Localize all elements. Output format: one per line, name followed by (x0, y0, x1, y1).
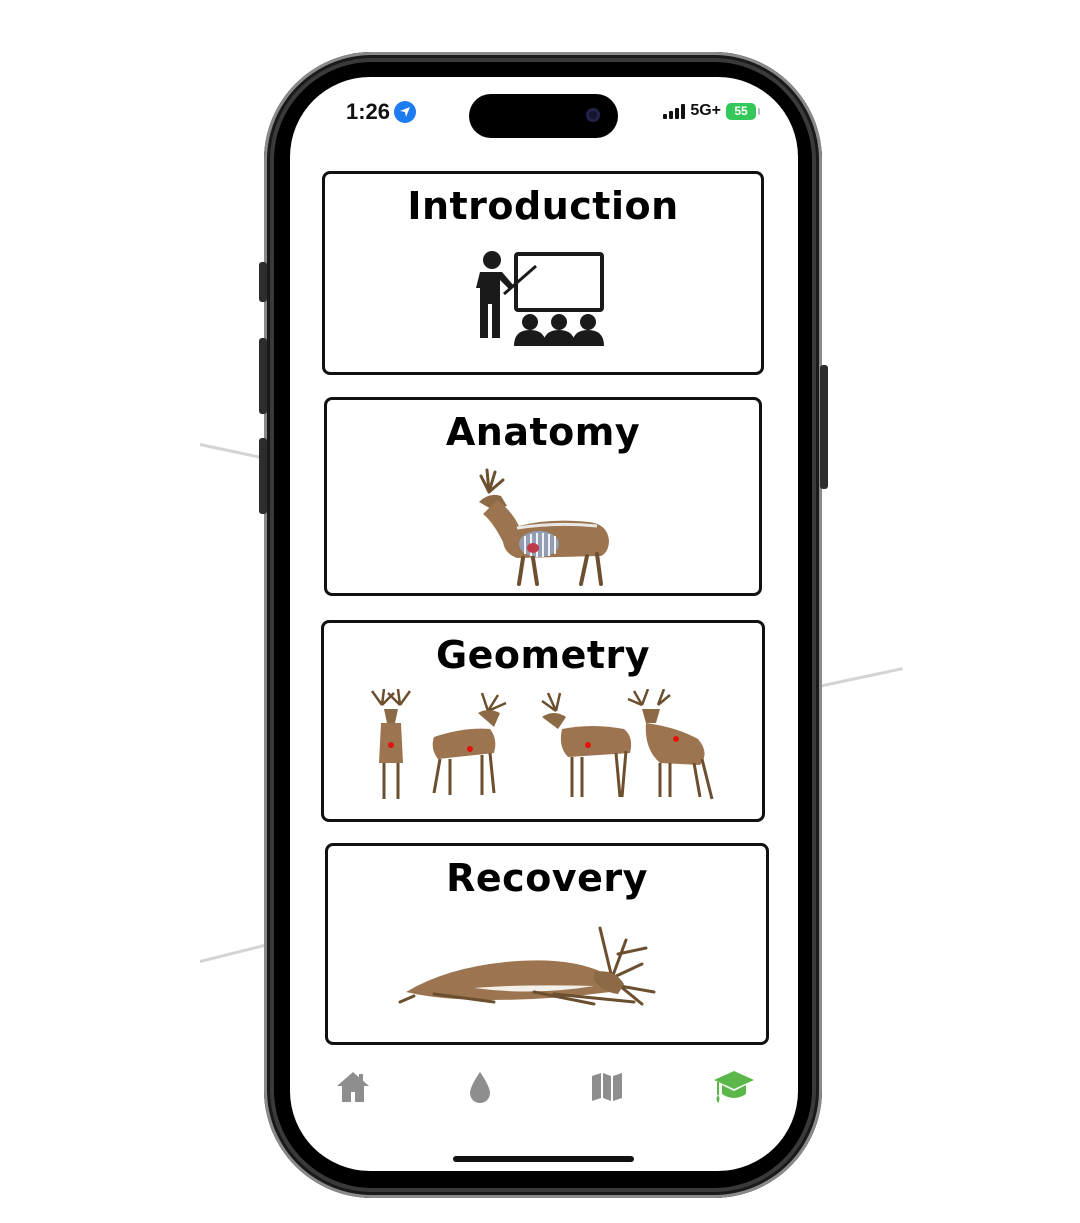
deer-angles-image (370, 689, 714, 800)
battery-level: 55 (734, 104, 748, 118)
deer-anatomy-image (479, 468, 609, 586)
deer-quartering-view (432, 692, 507, 795)
dynamic-island (469, 94, 618, 138)
tab-home[interactable] (331, 1065, 375, 1109)
phone-screen: 1:26 5G+ 55 Introduction (290, 77, 798, 1171)
tab-map[interactable] (585, 1065, 629, 1109)
teacher-presentation-icon (476, 251, 604, 346)
deer-quartering-away-view (627, 689, 714, 800)
status-bar-right: 5G+ 55 (663, 102, 760, 120)
deer-front-view (370, 689, 412, 799)
card-title: Anatomy (445, 410, 641, 454)
blood-drop-icon (470, 1072, 490, 1103)
card-introduction[interactable]: Introduction (322, 171, 764, 375)
tab-bar (290, 1065, 798, 1115)
card-title: Recovery (446, 856, 648, 900)
camera-icon (586, 108, 600, 122)
volume-up-button (259, 338, 267, 414)
card-title: Geometry (435, 633, 651, 677)
cellular-signal-icon (663, 103, 686, 119)
graduation-cap-icon (714, 1071, 754, 1103)
deer-broadside-view (541, 692, 632, 798)
tab-education[interactable] (712, 1065, 756, 1109)
network-type: 5G+ (690, 102, 721, 119)
card-title: Introduction (407, 184, 679, 228)
volume-down-button (259, 438, 267, 514)
tab-blood-trail[interactable] (458, 1065, 502, 1109)
status-bar-time: 1:26 (346, 99, 417, 125)
home-indicator[interactable] (453, 1156, 634, 1162)
power-button (820, 365, 828, 489)
deer-recovery-image (398, 926, 656, 1006)
location-arrow-icon (394, 101, 417, 123)
time-text: 1:26 (346, 99, 391, 124)
action-button (259, 262, 267, 302)
card-geometry[interactable]: Geometry (321, 620, 765, 822)
battery-icon: 55 (726, 102, 760, 120)
home-icon (337, 1072, 369, 1102)
card-recovery[interactable]: Recovery (325, 843, 769, 1045)
card-anatomy[interactable]: Anatomy (324, 397, 762, 596)
map-icon (592, 1073, 622, 1101)
